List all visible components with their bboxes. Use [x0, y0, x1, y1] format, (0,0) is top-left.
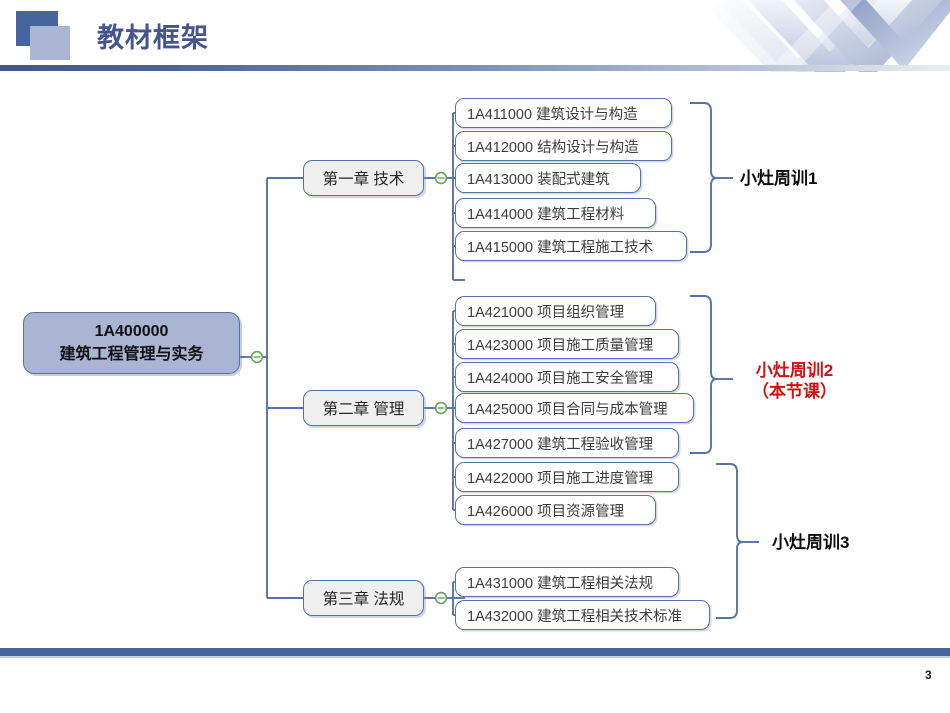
page-title: 教材框架	[97, 23, 209, 53]
leaf-node-1A421000[interactable]: 1A421000 项目组织管理	[455, 296, 656, 326]
leaf-node-1A424000[interactable]: 1A424000 项目施工安全管理	[455, 362, 679, 392]
leaf-label: 1A431000 建筑工程相关法规	[467, 575, 654, 592]
group-label-2-line2: （本节课）	[752, 382, 837, 402]
leaf-node-1A412000[interactable]: 1A412000 结构设计与构造	[455, 131, 672, 161]
leaf-label: 1A422000 项目施工进度管理	[467, 470, 654, 487]
leaf-label: 1A425000 项目合同与成本管理	[467, 401, 668, 418]
chapter-node-1[interactable]: 第一章 技术	[303, 160, 424, 196]
chapter-node-3[interactable]: 第三章 法规	[303, 580, 424, 616]
root-node-title: 建筑工程管理与实务	[59, 346, 204, 363]
leaf-node-1A427000[interactable]: 1A427000 建筑工程验收管理	[455, 428, 679, 458]
page-number: 3	[925, 668, 932, 682]
leaf-node-1A425000[interactable]: 1A425000 项目合同与成本管理	[455, 393, 694, 423]
logo-square-light	[30, 26, 70, 60]
group-label-2: 小灶周训2 （本节课）	[752, 360, 837, 403]
group-label-2-line1: 小灶周训2	[755, 361, 834, 380]
leaf-label: 1A412000 结构设计与构造	[467, 139, 639, 156]
leaf-node-1A415000[interactable]: 1A415000 建筑工程施工技术	[455, 231, 687, 261]
leaf-node-1A432000[interactable]: 1A432000 建筑工程相关技术标准	[455, 600, 710, 630]
chapter-node-1-label: 第一章 技术	[322, 171, 405, 188]
leaf-label: 1A411000 建筑设计与构造	[467, 106, 638, 123]
header-divider-bar	[0, 65, 950, 71]
chapter-node-3-label: 第三章 法规	[322, 591, 405, 608]
group-label-3: 小灶周训3	[772, 533, 850, 552]
leaf-node-1A413000[interactable]: 1A413000 装配式建筑	[455, 163, 641, 193]
leaf-node-1A422000[interactable]: 1A422000 项目施工进度管理	[455, 462, 679, 492]
leaf-node-1A411000[interactable]: 1A411000 建筑设计与构造	[455, 98, 672, 128]
mindmap: 1A400000 建筑工程管理与实务 第一章 技术 第二章 管理 第三章 法规 …	[0, 72, 950, 648]
mindmap-connectors	[240, 102, 759, 619]
chapter-node-2[interactable]: 第二章 管理	[303, 390, 424, 426]
leaf-label: 1A427000 建筑工程验收管理	[467, 436, 654, 453]
leaf-node-1A423000[interactable]: 1A423000 项目施工质量管理	[455, 329, 679, 359]
leaf-label: 1A415000 建筑工程施工技术	[467, 239, 654, 256]
leaf-node-1A414000[interactable]: 1A414000 建筑工程材料	[455, 198, 656, 228]
leaf-label: 1A414000 建筑工程材料	[467, 206, 625, 223]
leaf-label: 1A426000 项目资源管理	[467, 503, 625, 520]
leaf-label: 1A432000 建筑工程相关技术标准	[467, 608, 683, 625]
leaf-node-1A426000[interactable]: 1A426000 项目资源管理	[455, 495, 656, 525]
footer-bar-light	[0, 656, 950, 658]
group-label-1: 小灶周训1	[740, 169, 818, 188]
leaf-label: 1A424000 项目施工安全管理	[467, 370, 654, 387]
root-node-code: 1A400000	[94, 322, 169, 340]
leaf-label: 1A413000 装配式建筑	[467, 171, 610, 188]
root-node[interactable]: 1A400000 建筑工程管理与实务	[23, 312, 240, 374]
leaf-node-1A431000[interactable]: 1A431000 建筑工程相关法规	[455, 567, 679, 597]
chevron-zigzag-decoration-icon	[690, 0, 950, 72]
footer-bar	[0, 648, 950, 656]
leaf-label: 1A423000 项目施工质量管理	[467, 337, 654, 354]
leaf-label: 1A421000 项目组织管理	[467, 304, 625, 321]
chapter-node-2-label: 第二章 管理	[322, 401, 405, 418]
